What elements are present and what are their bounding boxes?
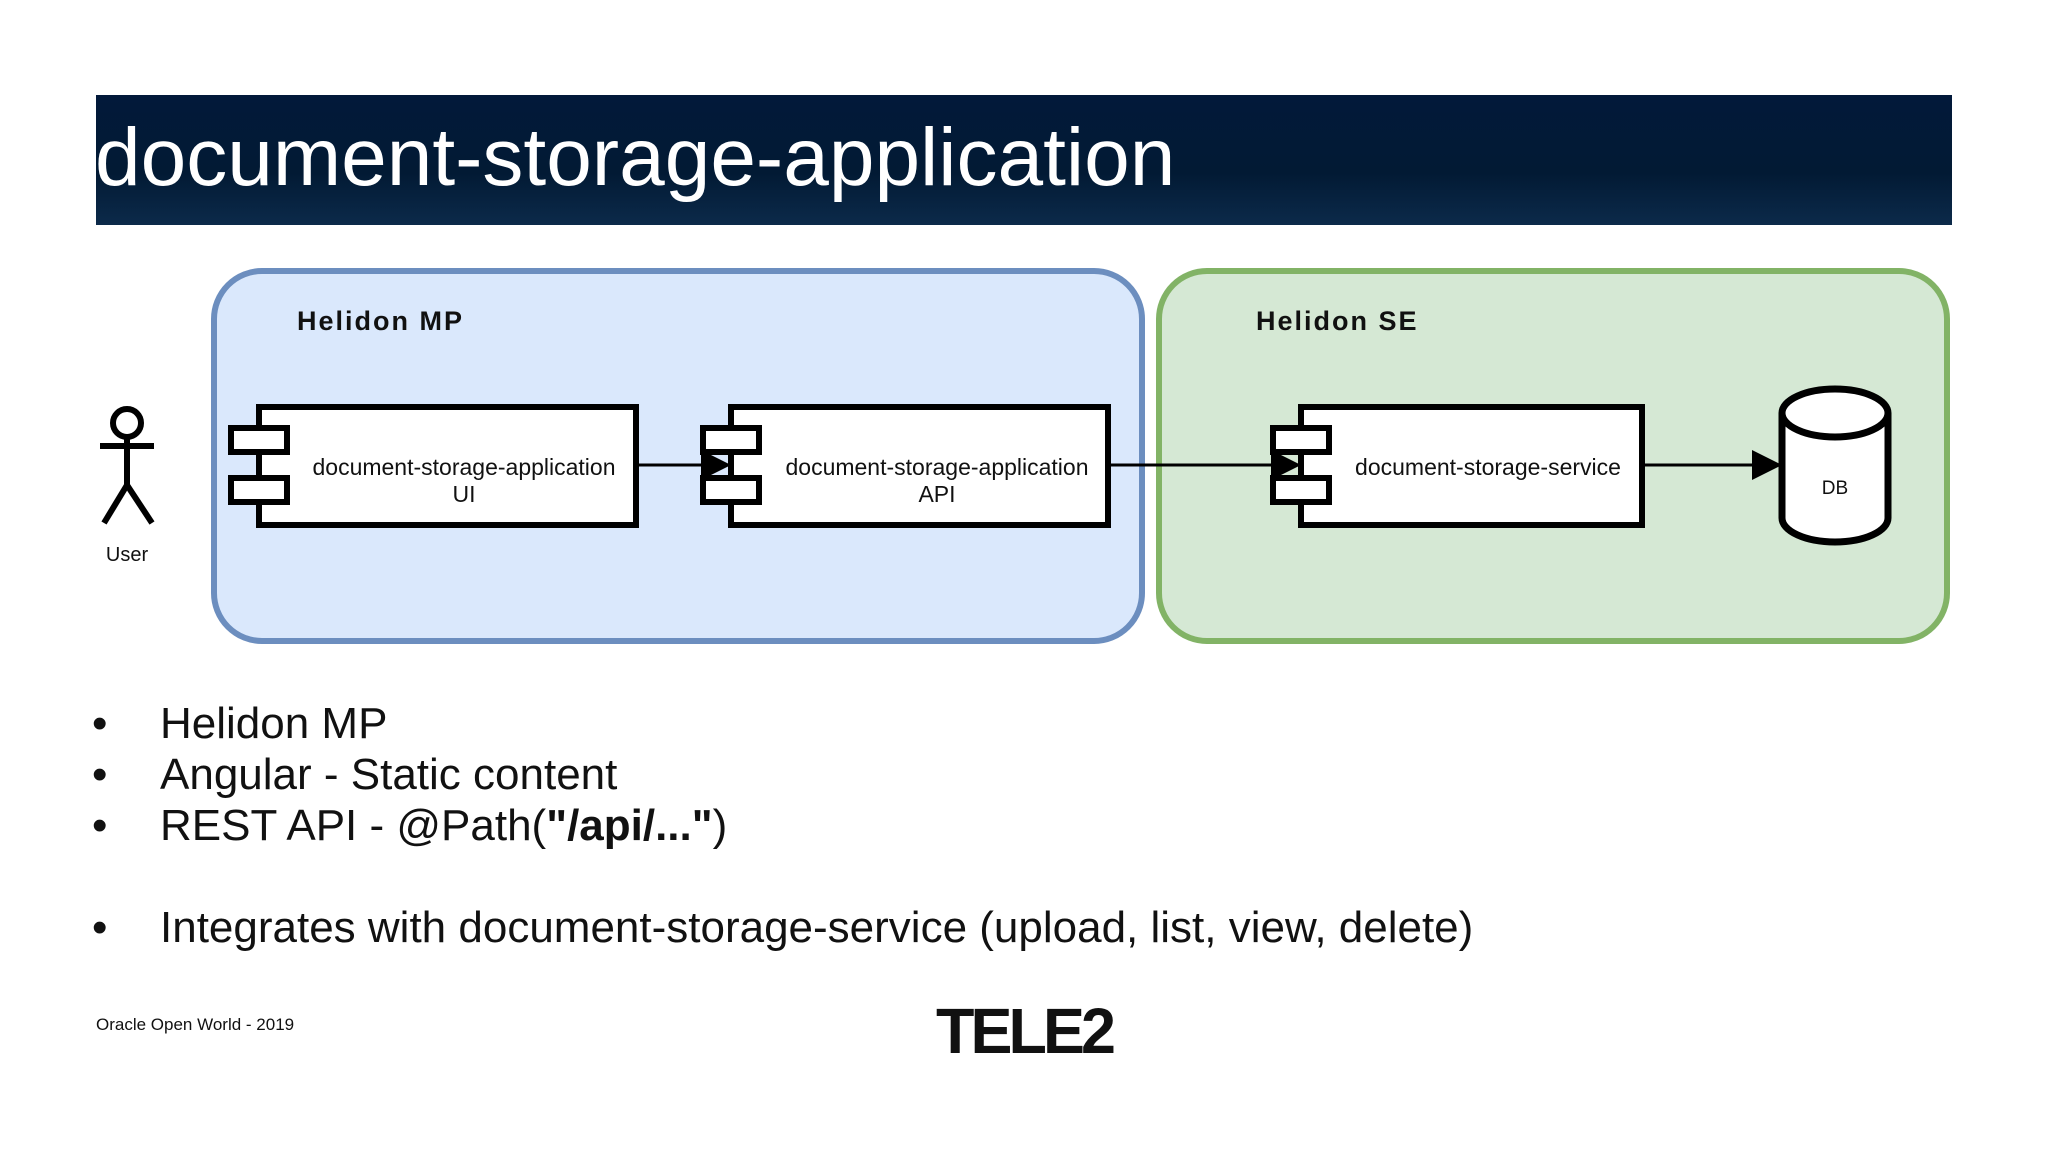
bullet-text-bold-path: "/api/..." <box>546 801 713 850</box>
component-ui-line1: document-storage-application <box>312 454 615 480</box>
bullet-text-suffix: ) <box>712 801 728 850</box>
bullet-dot: • <box>92 801 108 850</box>
component-ui: document-storage-application UI <box>228 404 639 528</box>
database-cylinder-icon: DB <box>1778 385 1892 546</box>
title-bar <box>96 95 1952 225</box>
bullet-text: Helidon MP <box>160 699 388 748</box>
bullet-dot: • <box>92 699 108 748</box>
footer-text: Oracle Open World - 2019 <box>96 1015 295 1034</box>
user-actor-icon <box>100 406 155 525</box>
bullet-text: Integrates with document-storage-service… <box>160 903 1474 952</box>
database-label: DB <box>1822 478 1848 499</box>
helidon-mp-container <box>211 268 1145 644</box>
component-service: document-storage-service <box>1270 404 1645 528</box>
component-api-line1: document-storage-application <box>785 454 1088 480</box>
bullet-dot: • <box>92 903 108 952</box>
helidon-se-label: Helidon SE <box>1256 306 1419 336</box>
component-api: document-storage-application API <box>700 404 1111 528</box>
bullet-text: REST API - @Path("/api/...") <box>160 800 727 851</box>
helidon-mp-label: Helidon MP <box>297 306 464 336</box>
bullet-text-prefix: REST API - @Path( <box>160 801 547 850</box>
bullet-text: Angular - Static content <box>160 750 618 799</box>
component-ui-line2: UI <box>453 481 476 507</box>
user-label: User <box>106 544 149 566</box>
component-service-line1: document-storage-service <box>1355 454 1621 480</box>
tele2-logo: TELE2 <box>936 987 1118 1067</box>
component-api-line2: API <box>918 481 955 507</box>
bullet-dot: • <box>92 750 108 799</box>
slide-title: document-storage-application <box>95 112 1176 203</box>
tele2-logo-text: TELE2 <box>936 995 1114 1057</box>
tele2-logo-graphic: TELE2 <box>936 995 1118 1067</box>
